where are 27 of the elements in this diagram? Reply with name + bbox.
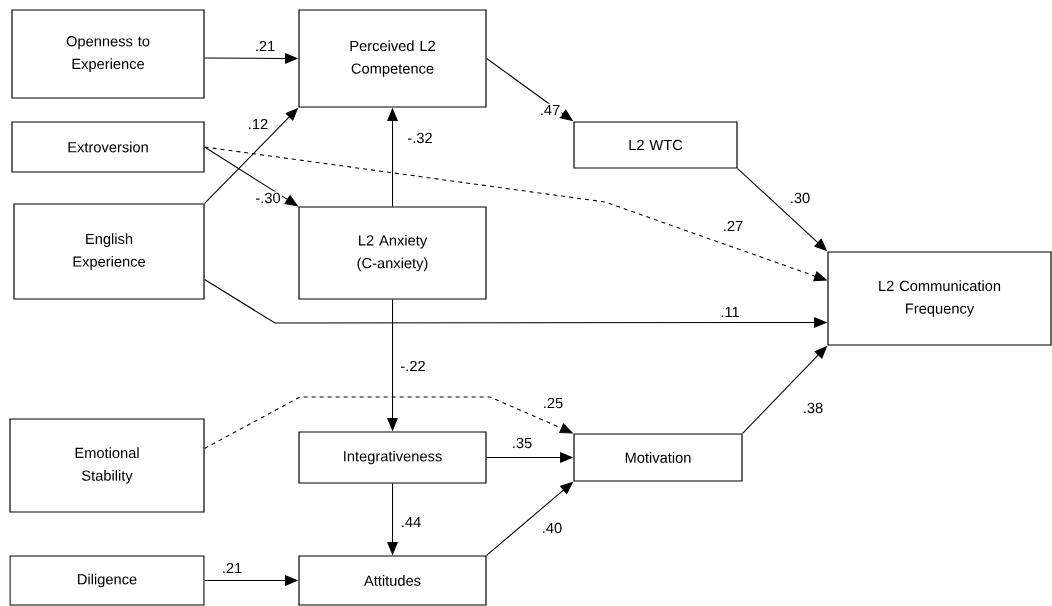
edge-label: -.32 bbox=[406, 131, 434, 145]
edge-label: .38 bbox=[801, 401, 825, 415]
construct-box: Motivation bbox=[573, 433, 743, 482]
construct-box: L2 Communication Frequency bbox=[827, 251, 1052, 346]
construct-box: English Experience bbox=[13, 203, 205, 300]
construct-box: Perceived L2 Competence bbox=[298, 9, 487, 108]
edge-label: .21 bbox=[220, 561, 244, 575]
edge-label: .44 bbox=[399, 515, 423, 529]
edge-label: .25 bbox=[541, 396, 565, 410]
edge-label: .47 bbox=[538, 103, 562, 117]
construct-box: Emotional Stability bbox=[9, 418, 205, 513]
edge-label: -.22 bbox=[399, 359, 427, 373]
edge-label: .27 bbox=[721, 219, 745, 233]
edge-label: .30 bbox=[788, 191, 812, 205]
edge-label: .40 bbox=[540, 521, 564, 535]
construct-box: Extroversion bbox=[11, 121, 205, 173]
construct-box: L2 WTC bbox=[573, 121, 738, 169]
construct-box: Openness to Experience bbox=[11, 9, 205, 99]
edge-label: .12 bbox=[246, 117, 270, 131]
edge-label: .21 bbox=[253, 39, 277, 53]
edge-label: -.30 bbox=[254, 191, 282, 205]
edge-label: .11 bbox=[719, 305, 741, 319]
construct-box: L2 Anxiety (C-anxiety) bbox=[298, 206, 487, 300]
edge-label: .35 bbox=[510, 436, 534, 450]
construct-box: Diligence bbox=[9, 555, 205, 606]
construct-box: Integrativeness bbox=[298, 431, 487, 484]
construct-box: Attitudes bbox=[298, 555, 487, 606]
